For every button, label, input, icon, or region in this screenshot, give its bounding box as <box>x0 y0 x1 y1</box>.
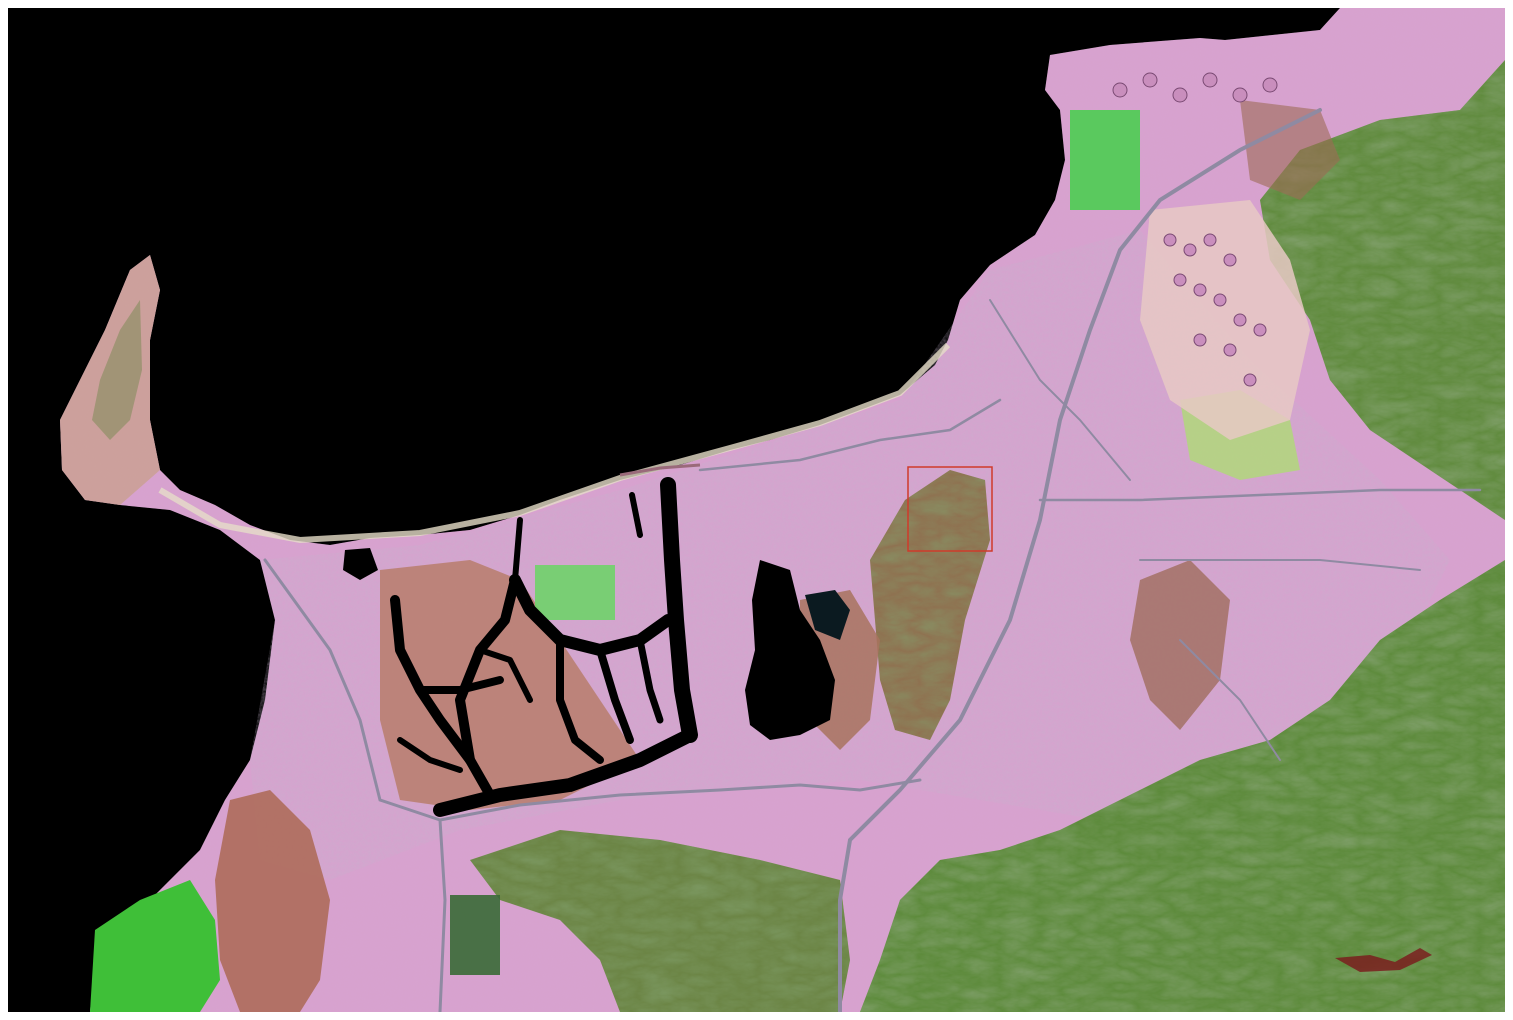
green-park-center <box>535 565 615 620</box>
pond-west <box>343 548 378 580</box>
bare-soil-southwest <box>215 790 330 1012</box>
brown-slopes-east <box>1130 560 1230 730</box>
lake-small <box>805 590 850 640</box>
green-field-south <box>450 895 500 975</box>
industrial-zone <box>1140 200 1310 440</box>
mountains-south-ridges <box>860 560 1505 1012</box>
marina-canals <box>390 477 698 817</box>
southern-hills-ridges <box>470 830 850 1012</box>
green-field-north <box>1070 110 1140 210</box>
lake <box>745 560 835 740</box>
central-hill-ridges <box>870 470 990 740</box>
bare-soil-west <box>380 560 640 810</box>
brown-slopes-north <box>1240 100 1340 200</box>
breakwater <box>619 463 701 477</box>
roads <box>263 108 1482 1012</box>
red-patch <box>1335 948 1432 972</box>
peninsula-rock <box>92 300 142 440</box>
storage-tanks <box>1112 72 1278 387</box>
beach <box>158 342 951 544</box>
selection-box <box>907 466 993 552</box>
green-fields-sw <box>90 880 220 1012</box>
